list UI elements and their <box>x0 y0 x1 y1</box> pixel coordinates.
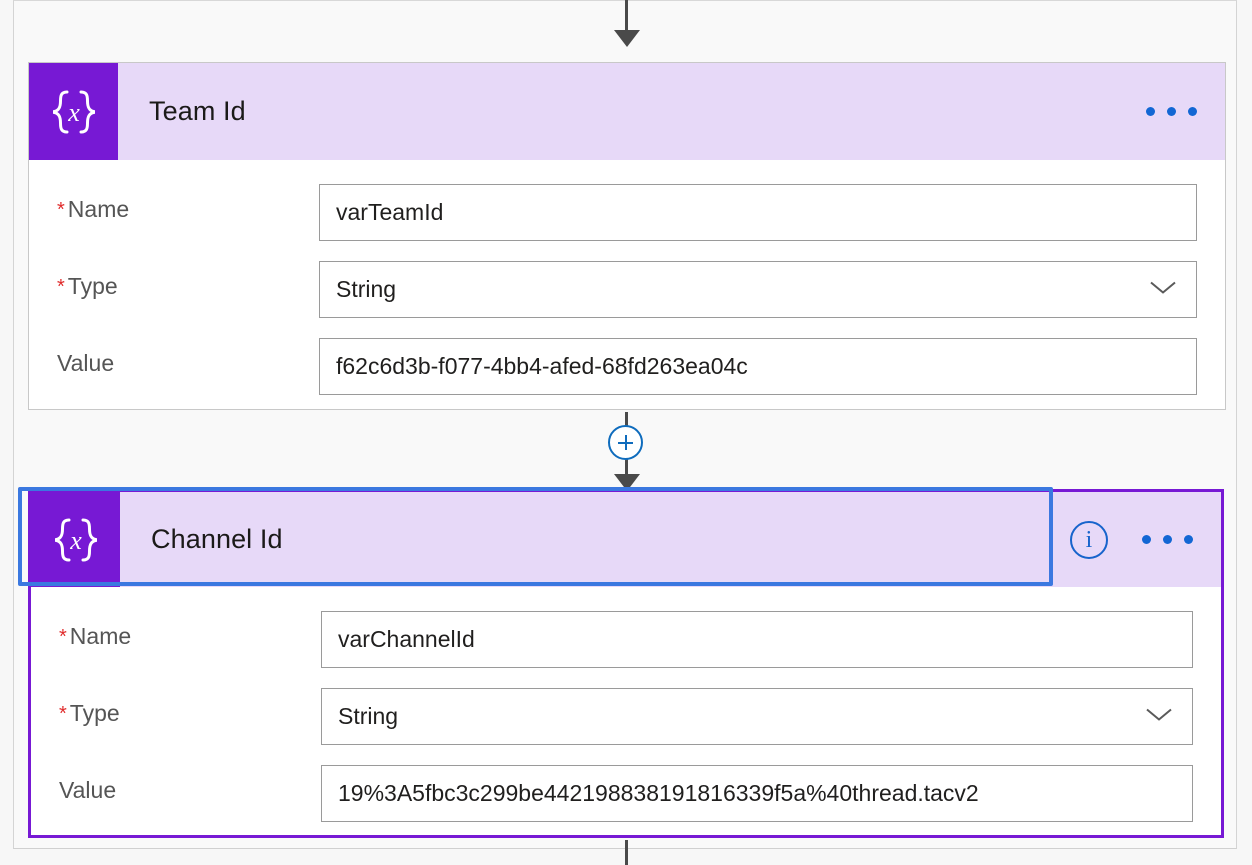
required-asterisk: * <box>59 626 67 648</box>
value-input[interactable] <box>321 765 1193 822</box>
form-row-name: *Name <box>57 184 1197 241</box>
required-asterisk: * <box>57 276 65 298</box>
ellipsis-dot <box>1163 535 1172 544</box>
info-icon[interactable]: i <box>1070 520 1108 559</box>
form-row-value: Value <box>59 765 1193 822</box>
form-row-type: *Type <box>59 688 1193 745</box>
type-select[interactable] <box>321 688 1193 745</box>
field-label-value: Value <box>59 765 321 804</box>
field-label-name-text: Name <box>67 196 130 222</box>
action-card-body-team-id: *Name *Type <box>29 160 1225 395</box>
action-card-header-channel-id[interactable]: x Channel Id i <box>31 492 1221 587</box>
action-card-header-team-id[interactable]: x Team Id <box>29 63 1225 160</box>
variable-braces-x-icon: x <box>31 492 120 587</box>
action-card-team-id[interactable]: x Team Id *Name <box>28 62 1226 410</box>
variable-braces-x-icon: x <box>29 63 118 160</box>
field-control-type <box>319 261 1197 318</box>
svg-text:x: x <box>67 98 80 127</box>
field-control-value <box>319 338 1197 395</box>
action-card-title-channel-id: Channel Id <box>151 524 283 554</box>
name-input[interactable] <box>321 611 1193 668</box>
connector-arrowhead <box>614 474 640 491</box>
form-row-type: *Type <box>57 261 1197 318</box>
field-label-type-text: Type <box>69 700 120 726</box>
connector-arrowhead <box>614 30 640 47</box>
field-label-value: Value <box>57 338 319 377</box>
ellipsis-dot <box>1142 535 1151 544</box>
field-label-value-text: Value <box>57 350 115 376</box>
field-control-name <box>319 184 1197 241</box>
field-control-type <box>321 688 1193 745</box>
header-actions-team-id <box>1142 63 1225 160</box>
more-options-icon-channel-id[interactable] <box>1138 527 1197 552</box>
field-label-type: *Type <box>59 688 321 727</box>
field-label-name: *Name <box>57 184 319 223</box>
field-label-type: *Type <box>57 261 319 300</box>
action-card-channel-id[interactable]: x Channel Id i *Name <box>28 489 1224 838</box>
field-label-name: *Name <box>59 611 321 650</box>
ellipsis-dot <box>1184 535 1193 544</box>
name-input[interactable] <box>319 184 1197 241</box>
action-card-body-channel-id: *Name *Type <box>31 587 1221 822</box>
field-control-name <box>321 611 1193 668</box>
form-row-name: *Name <box>59 611 1193 668</box>
more-options-icon-team-id[interactable] <box>1142 99 1201 124</box>
action-card-title-team-id: Team Id <box>149 96 246 126</box>
field-label-type-text: Type <box>67 273 118 299</box>
insert-new-step-button[interactable] <box>608 425 643 460</box>
ellipsis-dot <box>1188 107 1197 116</box>
field-label-name-text: Name <box>69 623 132 649</box>
svg-text:x: x <box>69 526 82 555</box>
form-row-value: Value <box>57 338 1197 395</box>
field-label-value-text: Value <box>59 777 117 803</box>
required-asterisk: * <box>59 703 67 725</box>
required-asterisk: * <box>57 199 65 221</box>
connector-line <box>625 840 628 865</box>
ellipsis-dot <box>1167 107 1176 116</box>
value-input[interactable] <box>319 338 1197 395</box>
header-actions-channel-id: i <box>1070 492 1221 587</box>
type-select[interactable] <box>319 261 1197 318</box>
connector-line <box>625 0 628 36</box>
field-control-value <box>321 765 1193 822</box>
ellipsis-dot <box>1146 107 1155 116</box>
